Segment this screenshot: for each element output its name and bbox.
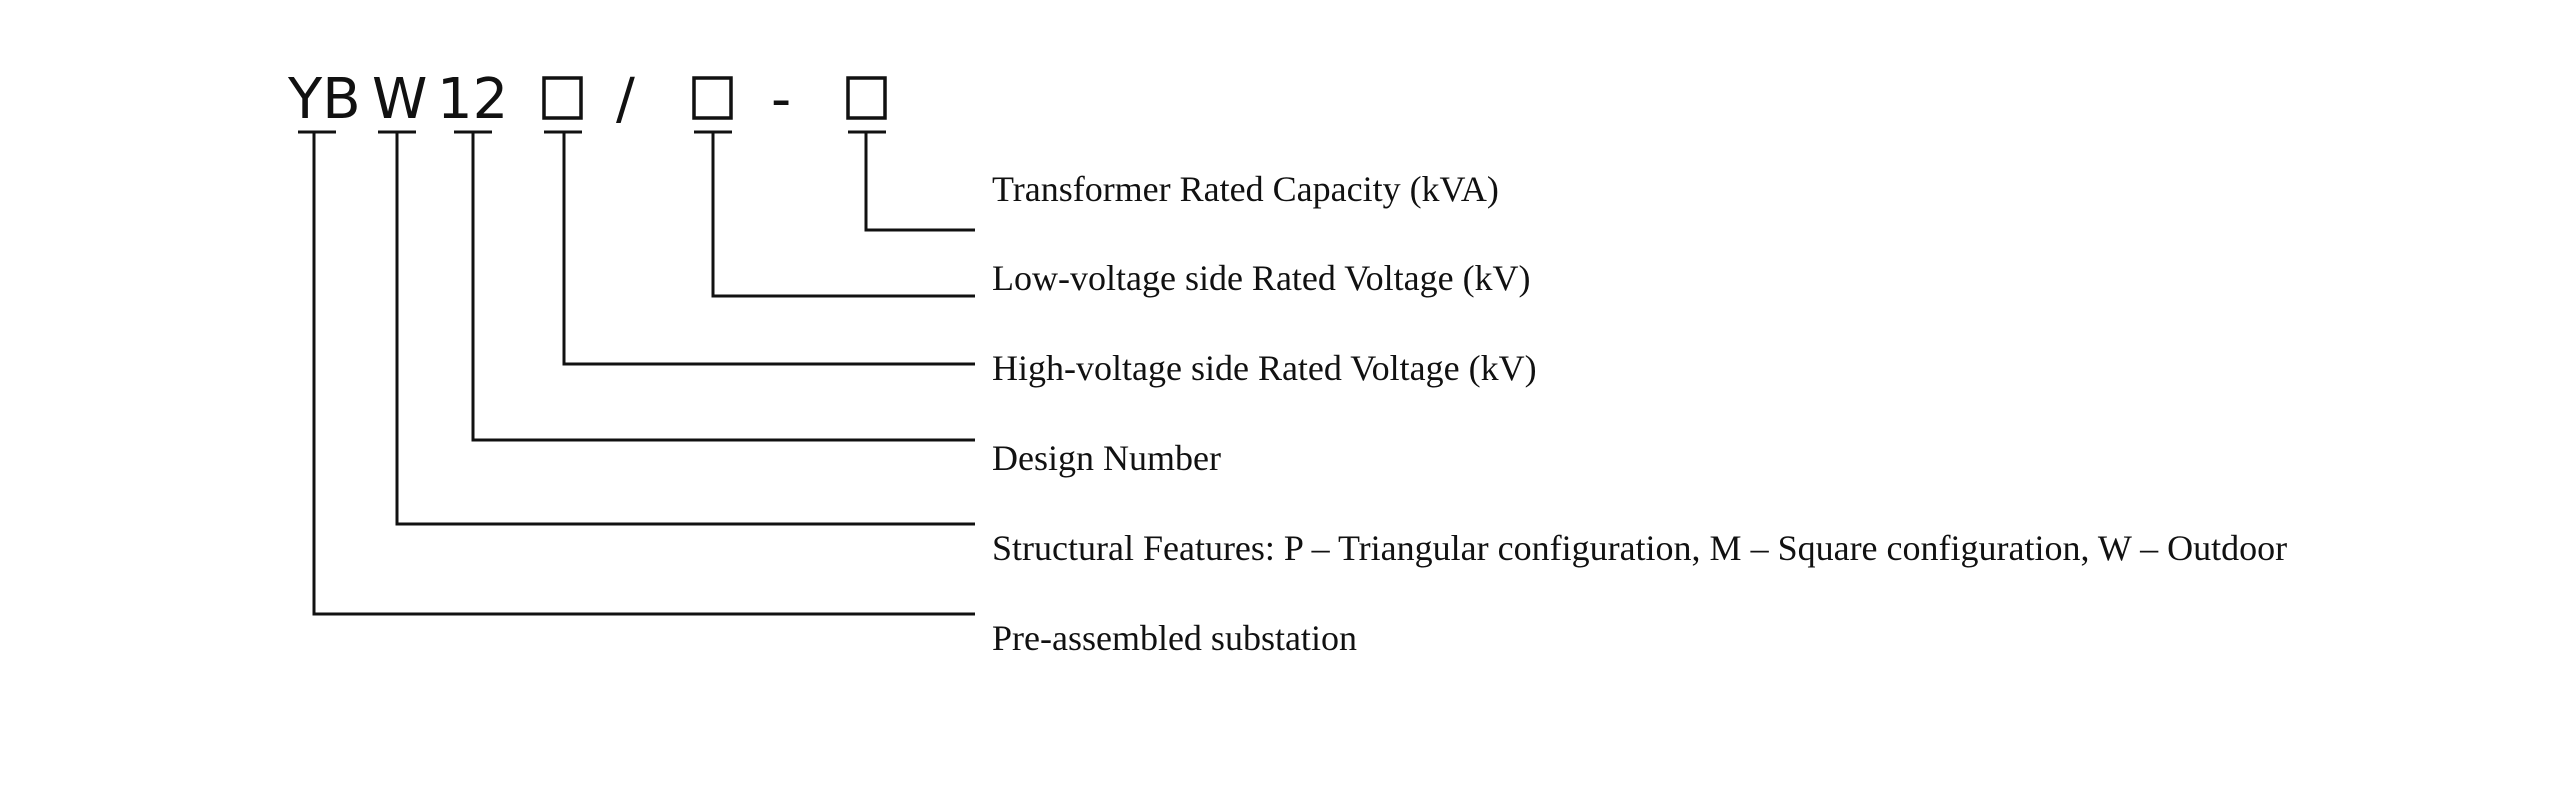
label-design-number: Design Number xyxy=(992,438,1221,478)
leader-capacity xyxy=(864,132,975,232)
leader-pre-assembled xyxy=(312,132,975,616)
leader-low-voltage xyxy=(711,132,975,298)
leader-structural-features xyxy=(395,132,975,526)
label-capacity: Transformer Rated Capacity (kVA) xyxy=(992,169,1499,209)
code-number: 12 xyxy=(437,67,508,132)
label-high-voltage: High-voltage side Rated Voltage (kV) xyxy=(992,348,1537,388)
placeholder-box-capacity xyxy=(846,76,887,120)
label-structural-features: Structural Features: P – Triangular conf… xyxy=(992,528,2287,568)
leader-high-voltage xyxy=(562,132,975,366)
placeholder-box-high-voltage xyxy=(542,76,583,120)
placeholder-box-low-voltage xyxy=(692,76,733,120)
code-slash: / xyxy=(616,67,635,132)
code-w: W xyxy=(372,67,427,132)
label-pre-assembled: Pre-assembled substation xyxy=(992,618,1357,658)
code-yb: YB xyxy=(287,67,361,132)
label-low-voltage: Low-voltage side Rated Voltage (kV) xyxy=(992,258,1531,298)
code-dash: - xyxy=(771,67,791,132)
leader-design-number xyxy=(471,132,975,442)
